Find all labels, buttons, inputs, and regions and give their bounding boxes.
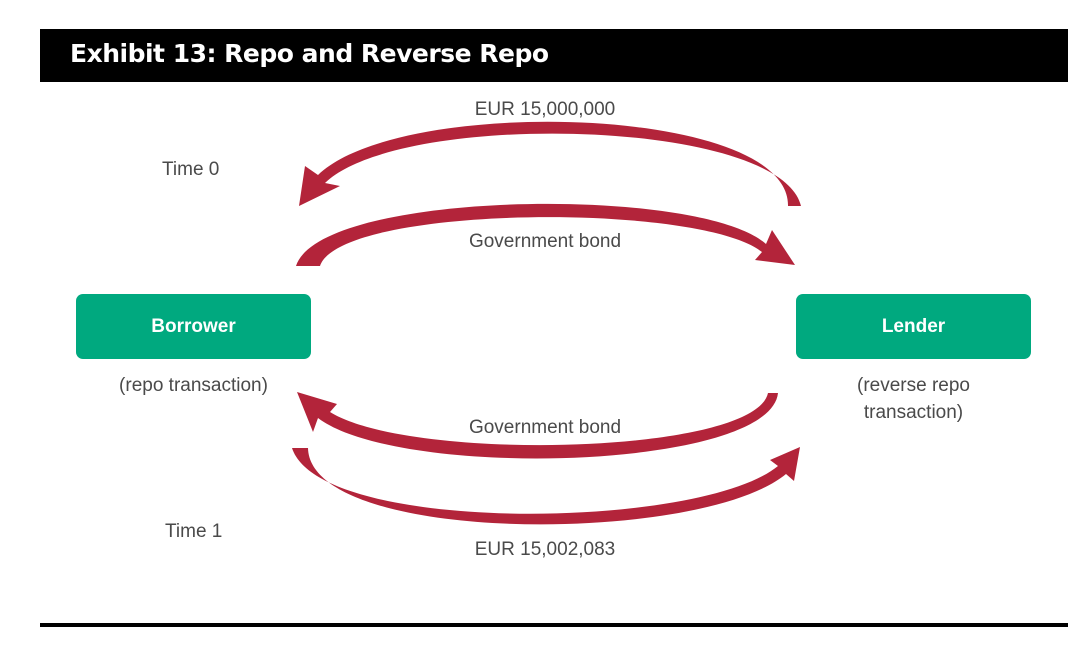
time1-cash-label: EUR 15,002,083 bbox=[474, 539, 616, 560]
arrow-cash-time1 bbox=[292, 447, 800, 525]
borrower-label: Borrower bbox=[151, 315, 236, 337]
time1-bond-label: Government bond bbox=[468, 417, 622, 438]
borrower-sublabel: (repo transaction) bbox=[119, 375, 268, 396]
arrow-bond-time0 bbox=[296, 203, 795, 266]
bottom-rule bbox=[40, 623, 1068, 627]
lender-sublabel-line1: (reverse repo bbox=[857, 375, 970, 396]
borrower-box: Borrower bbox=[76, 294, 311, 359]
time1-label: Time 1 bbox=[165, 521, 223, 542]
exhibit-title: Exhibit 13: Repo and Reverse Repo bbox=[70, 39, 549, 68]
arrow-cash-time0 bbox=[299, 121, 801, 206]
lender-sublabel: (reverse repo transaction) bbox=[796, 372, 1031, 426]
title-bar: Exhibit 13: Repo and Reverse Repo bbox=[40, 29, 1068, 82]
time0-bond-label: Government bond bbox=[468, 231, 622, 252]
lender-sublabel-line2: transaction) bbox=[863, 402, 964, 423]
lender-box: Lender bbox=[796, 294, 1031, 359]
lender-label: Lender bbox=[881, 315, 946, 337]
arrow-bond-time1 bbox=[297, 392, 778, 459]
time0-cash-label: EUR 15,000,000 bbox=[474, 99, 616, 120]
time0-label: Time 0 bbox=[162, 159, 220, 180]
